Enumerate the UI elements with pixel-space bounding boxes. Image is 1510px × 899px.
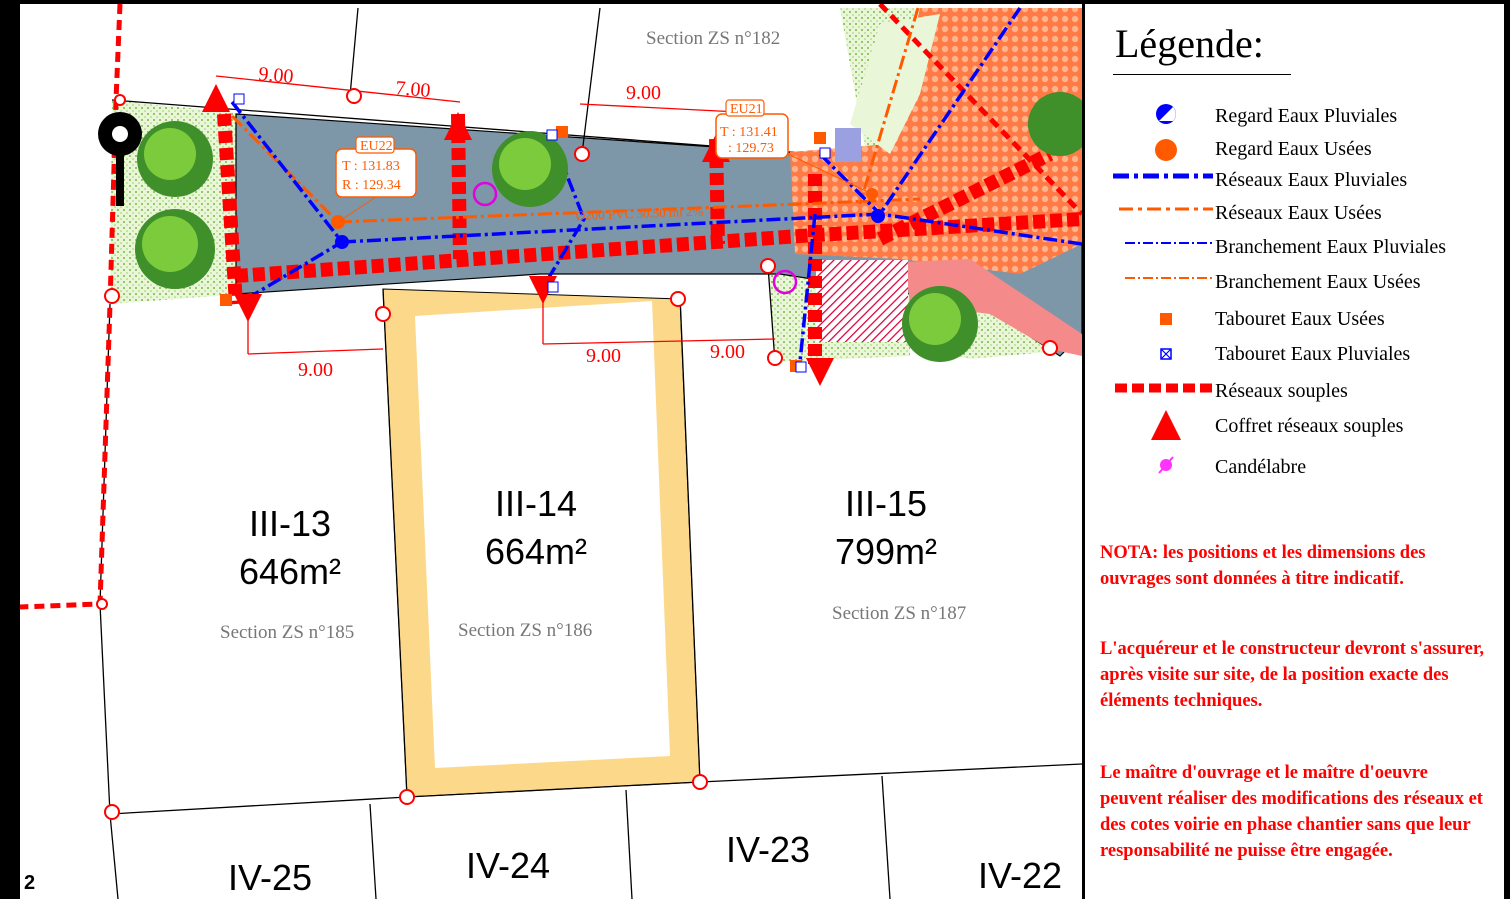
section-label-186: Section ZS n°186 xyxy=(458,620,592,641)
buildable-zone-inner xyxy=(415,301,670,768)
nota-paragraph-2: L'acquéreur et le constructeur devront s… xyxy=(1100,639,1485,711)
lot-id-iii-14: III-14 xyxy=(495,483,577,524)
legend-item-flexible-network: Réseaux souples xyxy=(1085,375,1504,405)
lot-area-iii-13: 646m² xyxy=(239,551,341,592)
streetlight-east xyxy=(772,269,798,295)
lot-area-iii-15: 799m² xyxy=(835,531,937,572)
legend-item-storm-stool: Tabouret Eaux Pluviales xyxy=(1085,338,1504,368)
eu21-invert-level: : 129.73 xyxy=(728,141,774,156)
flexible-cabinet-icon xyxy=(1151,410,1181,440)
lot-id-iii-15: III-15 xyxy=(845,483,927,524)
lot-id-iv-25: IV-25 xyxy=(228,857,312,898)
legend-label: Coffret réseaux souples xyxy=(1215,415,1404,437)
dimension-9-a: 9.00 xyxy=(258,63,295,88)
legend-item-storm-network: Réseaux Eaux Pluviales xyxy=(1085,164,1504,194)
map-drawing: Section ZS n°182 Section ZS n°185 Sectio… xyxy=(20,4,1082,899)
storm-network-line-icon xyxy=(1113,173,1213,179)
blue-square-zone xyxy=(835,128,861,162)
legend-item-flexible-cabinet: Coffret réseaux souples xyxy=(1085,410,1504,440)
sewer-manhole-icon xyxy=(1155,139,1177,161)
trees xyxy=(135,92,1082,362)
pipe-label: Ø200 PVC 30.50 ml 2% xyxy=(576,204,704,223)
streetlight-icon xyxy=(1158,456,1174,474)
sewer-connection-line-icon xyxy=(1125,277,1213,279)
legend-label: Tabouret Eaux Usées xyxy=(1215,308,1385,330)
storm-manhole-icon xyxy=(1156,104,1176,124)
legend-label: Branchement Eaux Usées xyxy=(1215,271,1421,293)
lot-id-iii-13: III-13 xyxy=(249,503,331,544)
paved-plaza xyxy=(790,8,1082,274)
legend-label: Branchement Eaux Pluviales xyxy=(1215,236,1447,258)
legend-item-storm-connection: Branchement Eaux Pluviales xyxy=(1085,231,1504,261)
lot-id-iv-23: IV-23 xyxy=(726,829,810,870)
legend-divider xyxy=(1082,0,1085,899)
legend-item-sewer-stool: Tabouret Eaux Usées xyxy=(1085,303,1504,333)
section-label-182: Section ZS n°182 xyxy=(646,28,780,49)
eu22-name: EU22 xyxy=(360,139,393,154)
legend-panel: Légende: Regard Eaux Pluviales Regard Ea… xyxy=(1085,4,1504,540)
legend-label: Réseaux Eaux Usées xyxy=(1215,202,1382,224)
legend-item-storm-manhole: Regard Eaux Pluviales xyxy=(1085,100,1504,130)
nota-paragraph-1: NOTA: les positions et les dimensions de… xyxy=(1100,543,1426,589)
legend-item-sewer-connection: Branchement Eaux Usées xyxy=(1085,266,1504,296)
lot-id-iv-22: IV-22 xyxy=(978,855,1062,896)
dimension-9-d: 9.00 xyxy=(586,345,621,367)
sewer-line xyxy=(230,7,921,224)
stools xyxy=(220,93,831,373)
eu21-top-level: T : 131.41 xyxy=(720,125,778,140)
eu22-invert-level: R : 129.34 xyxy=(342,178,401,193)
legend-title-underline xyxy=(1113,74,1291,75)
site-plan-map[interactable]: Section ZS n°182 Section ZS n°185 Sectio… xyxy=(20,4,1082,899)
page-number: 2 xyxy=(24,872,36,894)
storm-stool-icon xyxy=(1160,348,1172,360)
eu21-name: EU21 xyxy=(730,102,763,117)
nota-paragraph-3: Le maître d'ouvrage et le maître d'oeuvr… xyxy=(1100,763,1483,861)
legend-label: Regard Eaux Usées xyxy=(1215,138,1372,160)
legend-label: Tabouret Eaux Pluviales xyxy=(1215,343,1411,365)
legend-title: Légende: xyxy=(1115,21,1264,66)
boundary-markers xyxy=(96,88,1058,820)
dimension-9-b: 9.00 xyxy=(626,82,661,104)
flexible-network-icon xyxy=(1115,383,1213,393)
dimension-7: 7.00 xyxy=(395,77,432,102)
eu22-top-level: T : 131.83 xyxy=(342,159,400,174)
storm-connection-line-icon xyxy=(1125,242,1213,244)
parcel-lines xyxy=(99,7,1082,899)
lot-id-iv-24: IV-24 xyxy=(466,845,550,886)
lot-area-iii-14: 664m² xyxy=(485,531,587,572)
legend-label: Réseaux souples xyxy=(1215,380,1348,402)
frame-border-top xyxy=(0,0,1510,4)
storm-manhole[interactable] xyxy=(335,235,349,249)
streetlight-west xyxy=(472,181,498,207)
dimension-9-e: 9.00 xyxy=(710,341,745,363)
manhole-callouts xyxy=(335,99,873,223)
north-arrow-icon xyxy=(98,112,142,206)
nota-panel: NOTA: les positions et les dimensions de… xyxy=(1085,538,1504,899)
storm-manhole-east[interactable] xyxy=(871,209,885,223)
legend-label: Réseaux Eaux Pluviales xyxy=(1215,169,1408,191)
legend-item-sewer-manhole: Regard Eaux Usées xyxy=(1085,133,1504,163)
legend-label: Regard Eaux Pluviales xyxy=(1215,105,1398,127)
dimension-lines xyxy=(215,75,776,355)
legend-label: Candélabre xyxy=(1215,456,1307,478)
hatched-zone xyxy=(816,260,908,342)
pink-path xyxy=(905,259,1082,356)
sewer-network-line-icon xyxy=(1119,207,1213,211)
section-label-187: Section ZS n°187 xyxy=(832,603,966,624)
sewer-stool-icon xyxy=(1160,313,1172,325)
legend-item-sewer-network: Réseaux Eaux Usées xyxy=(1085,197,1504,227)
frame-border-right xyxy=(1504,0,1510,899)
section-label-185: Section ZS n°185 xyxy=(220,622,354,643)
boundary-dashes xyxy=(20,4,1082,610)
frame-border-left xyxy=(0,0,20,899)
legend-item-streetlight: Candélabre xyxy=(1085,451,1504,481)
dimension-9-c: 9.00 xyxy=(298,359,333,381)
